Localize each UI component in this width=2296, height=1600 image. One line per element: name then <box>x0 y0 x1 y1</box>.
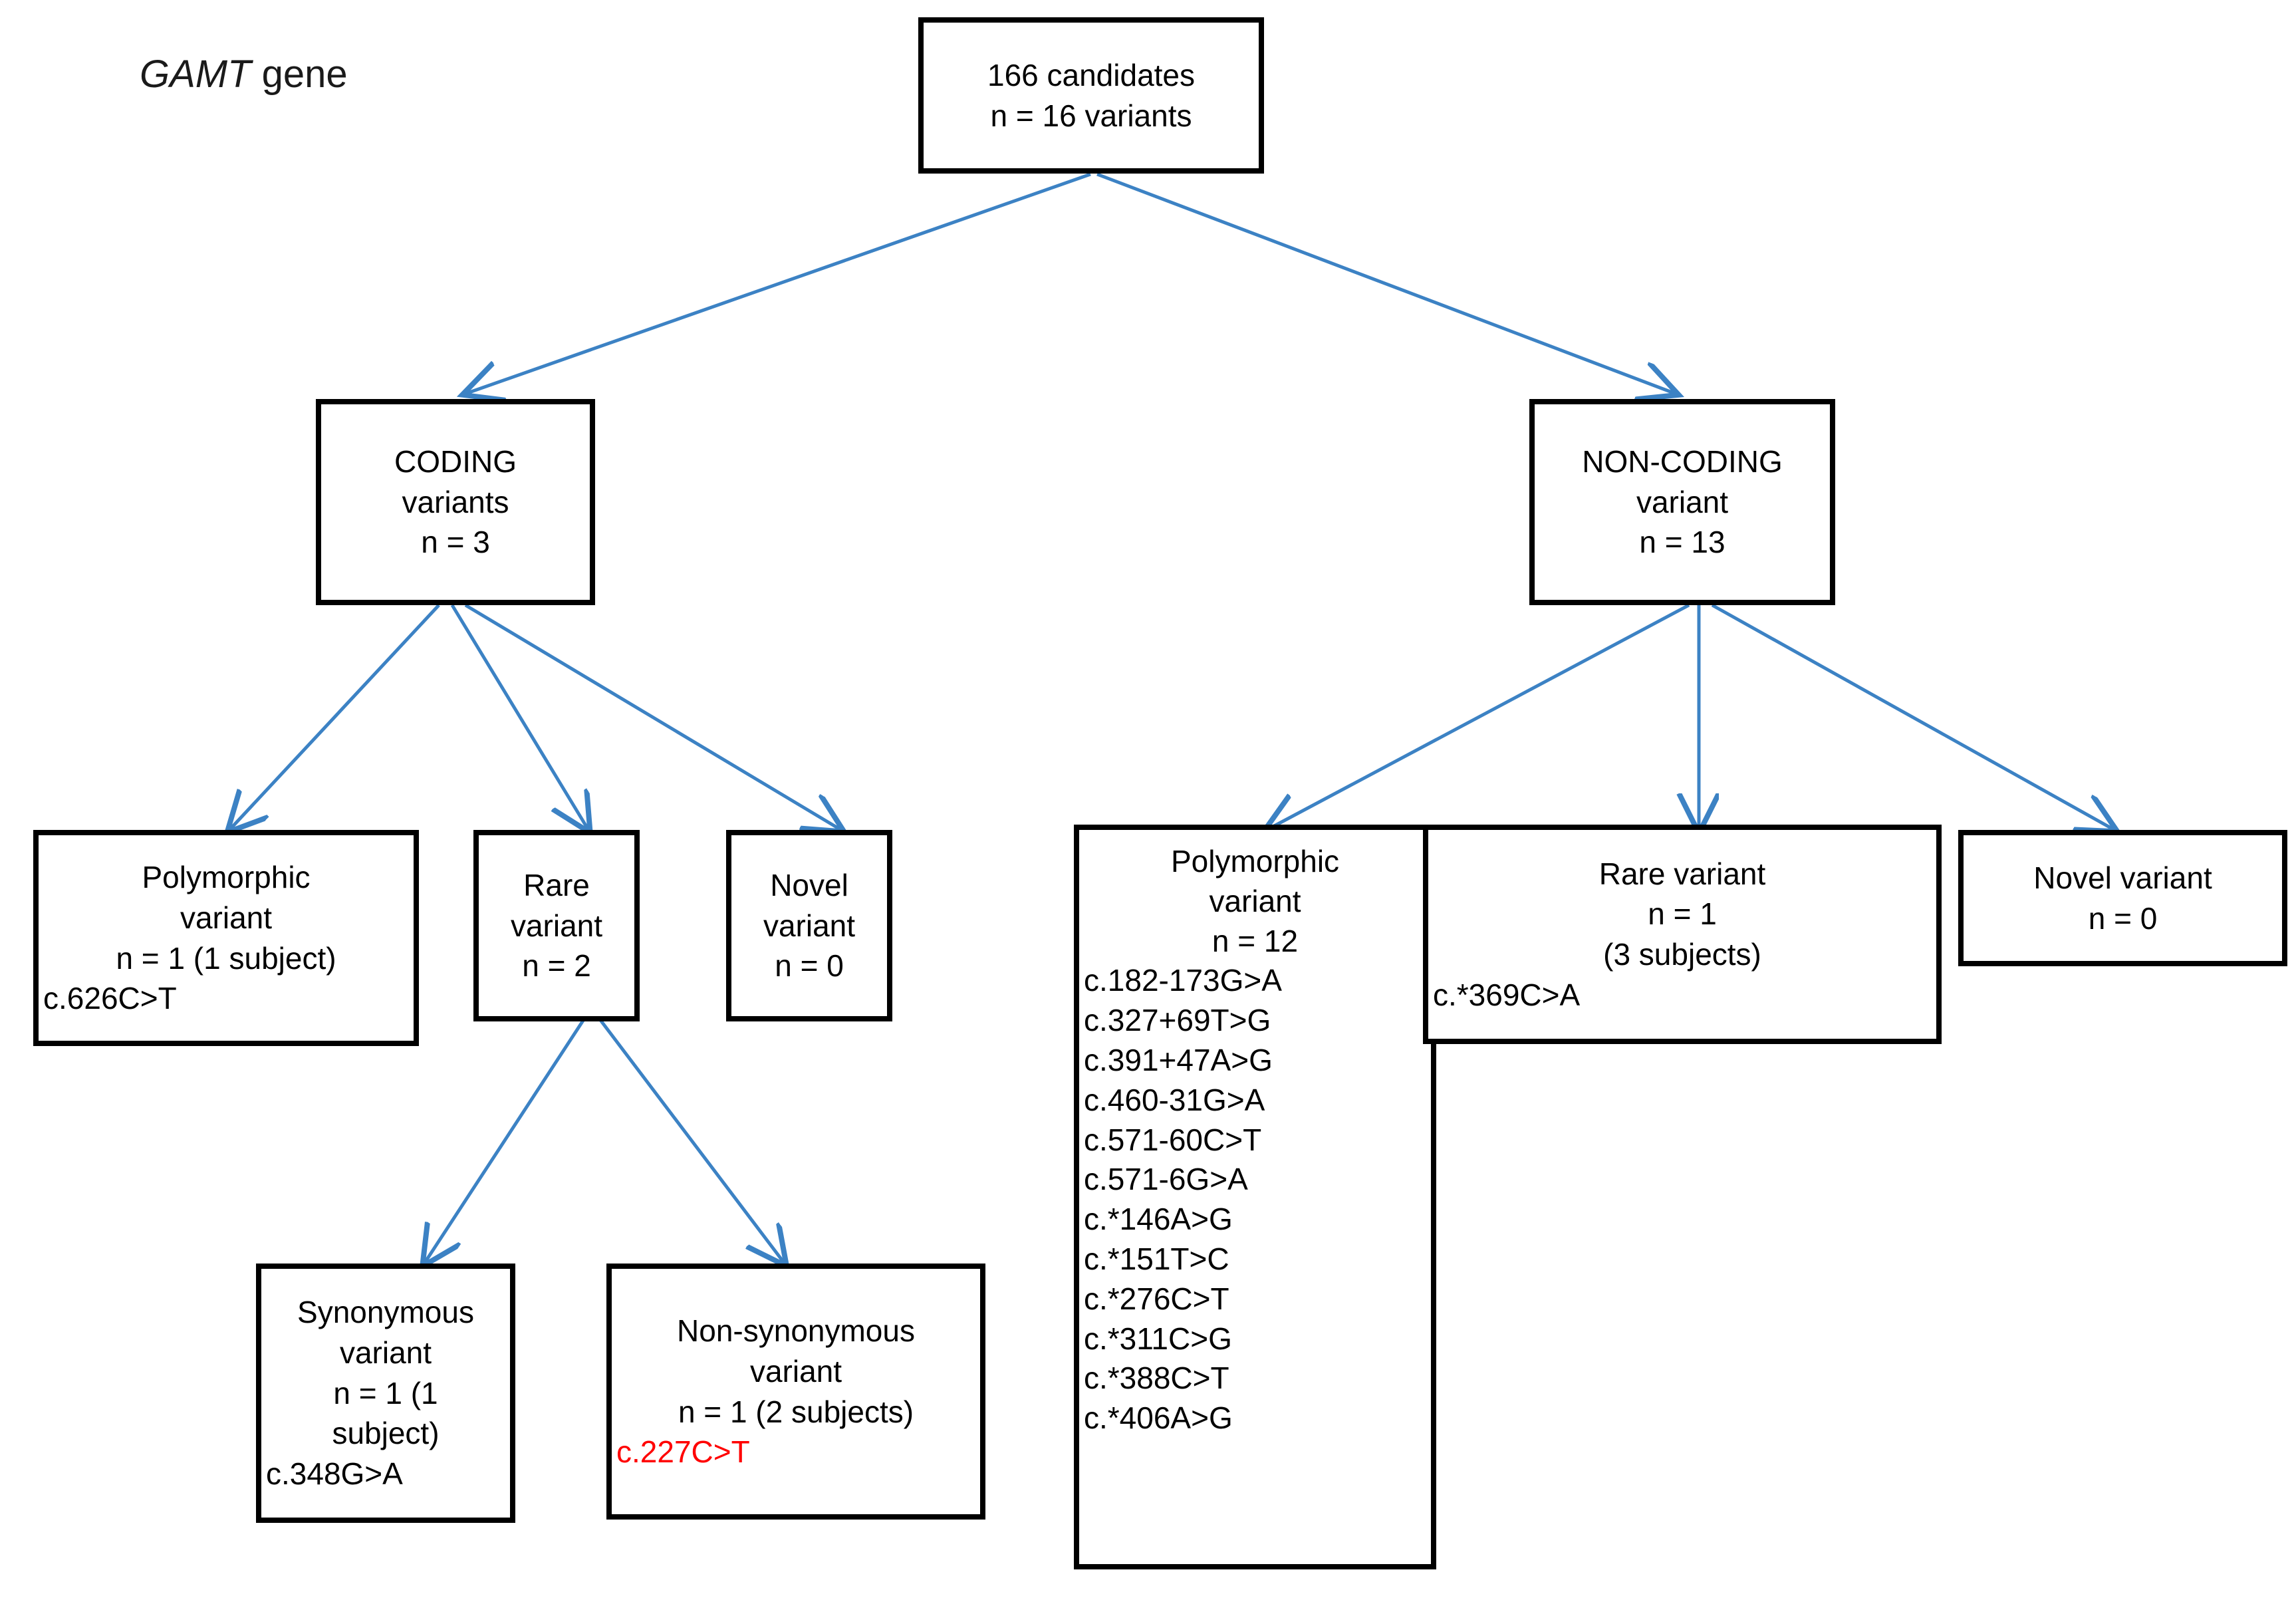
non-coding-novel-variant[interactable]: Novel variant n = 0 <box>1958 830 2287 966</box>
non-synonymous-variant[interactable]: Non-synonymous variant n = 1 (2 subjects… <box>606 1264 985 1520</box>
edge-noncoding-to-polymorphic <box>1267 603 1690 830</box>
cnovel-line-3: n = 0 <box>775 948 844 984</box>
ncpoly-line-3: n = 12 <box>1212 923 1299 958</box>
ncpoly-variant-4: c.460-31G>A <box>1084 1082 1265 1117</box>
crare-line-1: Rare <box>523 867 590 902</box>
candidates-root[interactable]: 166 candidates n = 16 variants <box>918 17 1264 174</box>
coding-novel-variant[interactable]: Novel variant n = 0 <box>726 830 892 1021</box>
edge-root-to-noncoding <box>1096 172 1676 394</box>
gene-name-label: GAMT <box>140 53 251 96</box>
syn-line-2: variant <box>339 1335 432 1370</box>
crare-line-2: variant <box>510 908 603 943</box>
ncrare-variant-1: c.*369C>A <box>1433 977 1581 1012</box>
non-coding-variants[interactable]: NON-CODING variant n = 13 <box>1529 399 1835 605</box>
non-coding-rare-variant[interactable]: Rare variant n = 1 (3 subjects) c.*369C>… <box>1423 825 1942 1044</box>
non-coding-polymorphic-variant[interactable]: Polymorphic variant n = 12 c.182-173G>A … <box>1074 825 1436 1569</box>
noncoding-line-2: variant <box>1636 484 1729 519</box>
ncpoly-line-1: Polymorphic <box>1170 844 1340 878</box>
ncpoly-variant-1: c.182-173G>A <box>1084 963 1282 998</box>
synonymous-variant[interactable]: Synonymous variant n = 1 (1 subject) c.3… <box>256 1264 515 1523</box>
edge-coding-to-rare <box>450 604 588 830</box>
ncpoly-variant-6: c.571-6G>A <box>1084 1162 1248 1197</box>
ncpoly-variant-5: c.571-60C>T <box>1084 1122 1262 1157</box>
coding-line-3: n = 3 <box>421 525 490 560</box>
ncpoly-variant-12: c.*406A>G <box>1084 1400 1233 1436</box>
cpoly-line-2: variant <box>180 900 273 935</box>
edge-coding-to-polymorphic <box>229 604 440 830</box>
ncpoly-variant-2: c.327+69T>G <box>1084 1003 1271 1038</box>
gene-suffix-label: gene <box>251 53 348 96</box>
ncpoly-variant-8: c.*151T>C <box>1084 1241 1229 1276</box>
ncrare-line-2: n = 1 <box>1648 896 1717 932</box>
edge-rare-to-nonsynonymous <box>597 1016 785 1264</box>
noncoding-line-1: NON-CODING <box>1582 444 1783 479</box>
coding-polymorphic-variant[interactable]: Polymorphic variant n = 1 (1 subject) c.… <box>33 830 419 1046</box>
ncpoly-line-2: variant <box>1209 883 1301 918</box>
ncpoly-variant-3: c.391+47A>G <box>1084 1042 1273 1077</box>
coding-variants[interactable]: CODING variants n = 3 <box>316 399 595 605</box>
ncnovel-line-1: Novel variant <box>2033 860 2212 895</box>
cpoly-variant-1: c.626C>T <box>43 981 177 1016</box>
ncpoly-variant-11: c.*388C>T <box>1084 1361 1229 1396</box>
root-line-2: n = 16 variants <box>990 98 1192 133</box>
coding-line-1: CODING <box>394 444 517 479</box>
ncrare-line-1: Rare variant <box>1598 856 1766 891</box>
coding-rare-variant[interactable]: Rare variant n = 2 <box>473 830 640 1021</box>
edge-root-to-coding <box>465 172 1091 394</box>
edge-noncoding-to-novel <box>1711 603 2114 830</box>
nonsyn-line-1: Non-synonymous <box>677 1313 915 1349</box>
page-title: GAMT gene <box>140 52 348 96</box>
crare-line-3: n = 2 <box>522 948 591 984</box>
edge-rare-to-synonymous <box>424 1016 587 1264</box>
syn-line-4: subject) <box>332 1416 440 1451</box>
noncoding-line-3: n = 13 <box>1639 525 1725 560</box>
ncpoly-variant-10: c.*311C>G <box>1084 1321 1232 1356</box>
cnovel-line-1: Novel <box>770 867 848 902</box>
cpoly-line-3: n = 1 (1 subject) <box>116 940 336 976</box>
nonsyn-variant-1: c.227C>T <box>616 1434 750 1470</box>
ncpoly-variant-9: c.*276C>T <box>1084 1281 1229 1316</box>
syn-line-3: n = 1 (1 <box>333 1375 438 1410</box>
cpoly-line-1: Polymorphic <box>142 860 311 895</box>
syn-line-1: Synonymous <box>297 1295 474 1330</box>
cnovel-line-2: variant <box>763 908 856 943</box>
ncpoly-variant-7: c.*146A>G <box>1084 1202 1233 1237</box>
edge-coding-to-novel <box>464 603 841 830</box>
nonsyn-line-3: n = 1 (2 subjects) <box>678 1394 914 1429</box>
ncnovel-line-2: n = 0 <box>2088 900 2158 936</box>
nonsyn-line-2: variant <box>749 1353 842 1389</box>
ncrare-line-3: (3 subjects) <box>1603 937 1761 972</box>
coding-line-2: variants <box>402 484 509 519</box>
root-line-1: 166 candidates <box>987 57 1196 92</box>
syn-variant-1: c.348G>A <box>266 1456 403 1492</box>
